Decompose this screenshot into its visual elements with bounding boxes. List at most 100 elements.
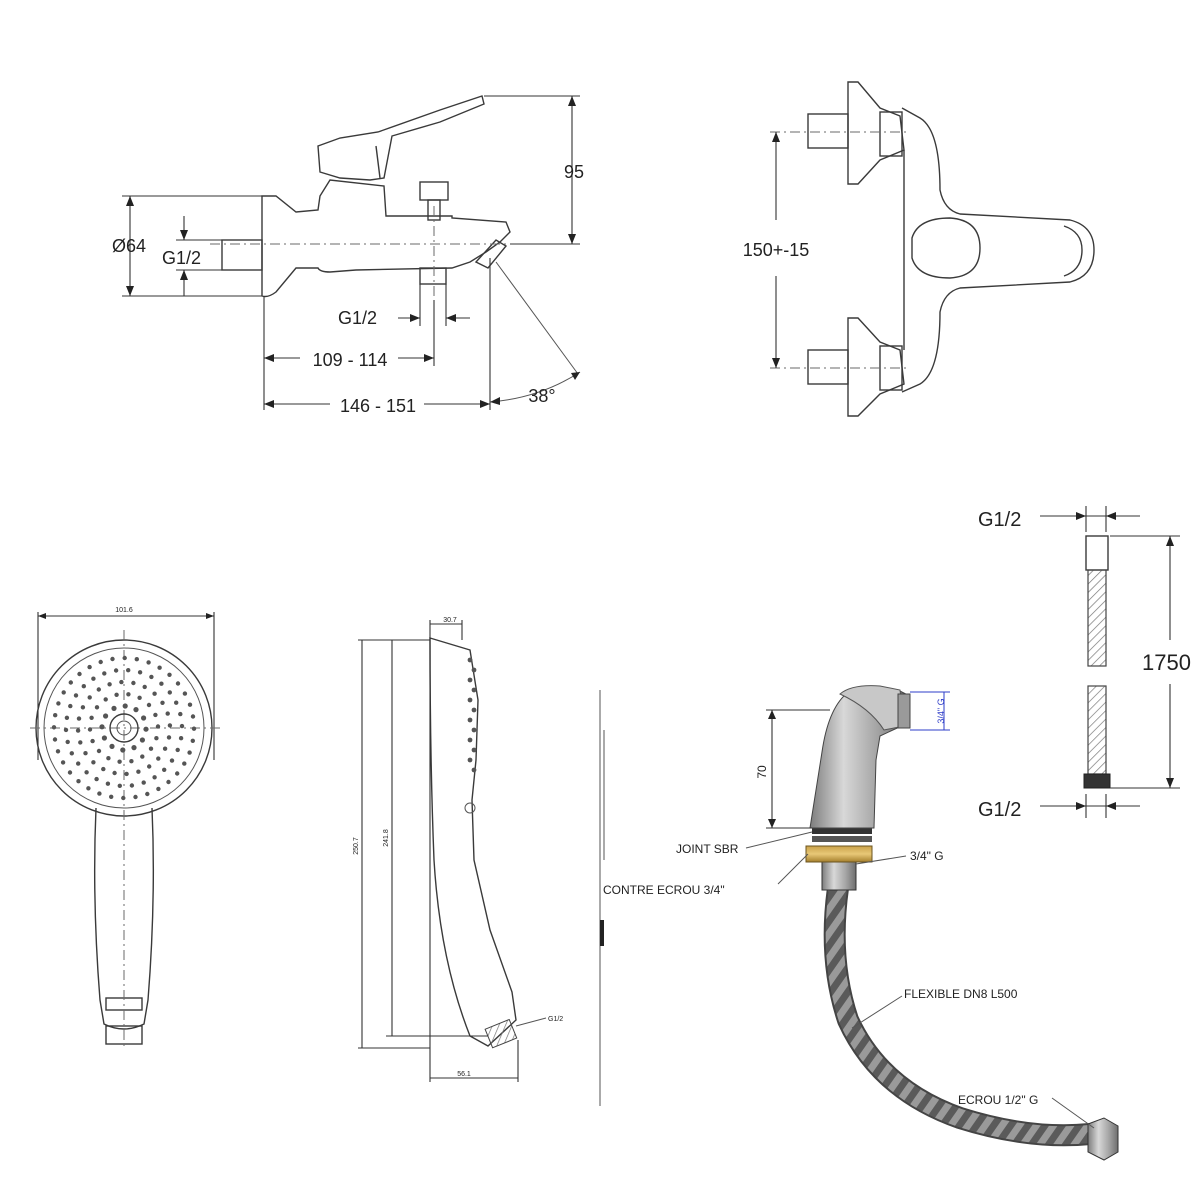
nozzle-dot	[167, 723, 173, 728]
seal-label: JOINT SBR	[676, 842, 739, 856]
nozzle-dot	[94, 776, 99, 782]
nozzle-dot	[117, 759, 122, 764]
side-nozzle-dot	[471, 687, 477, 693]
inlet-spacing-label: 150+-15	[743, 240, 810, 260]
nozzle-dot	[76, 716, 82, 721]
nozzle-dot	[91, 760, 96, 765]
nozzle-dot	[166, 735, 172, 740]
nozzle-dot	[122, 703, 128, 709]
nozzle-dot	[122, 655, 127, 661]
nozzle-dot	[126, 692, 131, 697]
side-nozzle-dot	[471, 767, 477, 773]
side-nozzle-dot	[467, 717, 473, 723]
nozzle-dot	[94, 705, 100, 710]
nozzle-dot	[146, 702, 152, 708]
nozzle-dot	[109, 743, 115, 750]
base-width-label: 56.1	[457, 1071, 471, 1078]
nozzle-dot	[165, 711, 170, 716]
nozzle-dot	[102, 671, 107, 676]
overall-length-label: 250.7	[353, 837, 360, 855]
nozzle-dot	[178, 736, 184, 741]
nozzle-dot	[87, 727, 93, 732]
nozzle-dot	[126, 668, 131, 673]
inner-length-label: 241.8	[383, 829, 390, 847]
nozzle-dot	[148, 746, 154, 751]
nozzle-dot	[67, 770, 73, 775]
nozzle-dot	[145, 791, 150, 797]
shower-hose	[1040, 506, 1180, 818]
nozzle-dot	[175, 681, 181, 686]
nozzle-dot	[159, 681, 164, 686]
projection-short-label: 109 - 114	[313, 350, 388, 370]
end-nut-label: ECROU 1/2" G	[958, 1093, 1038, 1107]
nozzle-dot	[137, 670, 143, 675]
nozzle-dot	[152, 775, 157, 780]
nozzle-dot	[191, 726, 197, 731]
nozzle-dot	[147, 764, 152, 769]
mixer-front-dimension	[772, 132, 780, 368]
nozzle-dot	[175, 771, 180, 776]
spout-angle-label: 38°	[528, 386, 555, 406]
mixer-front-view	[770, 81, 1095, 417]
shower-support-fitting	[745, 685, 1119, 1161]
nozzle-pattern	[51, 655, 197, 801]
nozzle-dot	[99, 724, 105, 730]
nozzle-dot	[101, 735, 107, 741]
hose-bottom-thread-label: G1/2	[978, 799, 1021, 821]
nozzle-dot	[117, 783, 123, 788]
nozzle-dot	[86, 786, 91, 791]
side-nozzle-dot	[467, 697, 473, 703]
nozzle-dot	[112, 770, 117, 776]
nozzle-dot	[137, 695, 142, 700]
nozzle-dot	[84, 770, 89, 775]
nozzle-dot	[124, 771, 129, 777]
nozzle-dot	[119, 679, 124, 685]
nozzle-dot	[140, 754, 145, 759]
nozzle-dot	[129, 759, 134, 764]
nozzle-dot	[155, 724, 161, 729]
nozzle-dot	[141, 715, 147, 721]
nozzle-dot	[179, 723, 185, 729]
nozzle-dot	[131, 745, 137, 751]
inlet-thread-label: G1/2	[162, 248, 201, 268]
nozzle-dot	[133, 794, 138, 800]
nozzle-dot	[110, 656, 115, 662]
nozzle-dot	[77, 671, 82, 677]
nozzle-dot	[97, 791, 102, 796]
nozzle-dot	[78, 740, 83, 745]
nozzle-dot	[60, 760, 66, 765]
nozzle-dot	[61, 690, 66, 695]
nozzle-dot	[73, 693, 79, 698]
side-nozzle-dot	[467, 757, 473, 763]
side-nozzle-dot	[471, 667, 477, 673]
mixer-side-view	[210, 95, 562, 300]
nozzle-dot	[55, 749, 61, 754]
projection-long-label: 146 - 151	[340, 396, 416, 416]
nozzle-dot	[76, 779, 81, 784]
nozzle-dot	[96, 748, 102, 754]
nozzle-dot	[154, 736, 159, 741]
nozzle-dot	[101, 766, 106, 772]
nozzle-dot	[83, 751, 88, 756]
nozzle-dot	[120, 747, 126, 753]
nozzle-dot	[80, 705, 86, 710]
nozzle-dot	[103, 713, 109, 719]
body-diameter-label: Ø64	[112, 236, 146, 256]
nozzle-dot	[156, 756, 161, 761]
nozzle-dot	[103, 697, 108, 702]
nozzle-dot	[190, 714, 196, 719]
nozzle-dot	[63, 727, 69, 733]
hand-shower-front	[30, 612, 220, 1050]
nozzle-dot	[51, 725, 57, 730]
nozzle-dot	[166, 779, 171, 785]
nozzle-dot	[167, 690, 172, 695]
nozzle-dot	[89, 715, 94, 720]
nozzle-dot	[142, 684, 147, 690]
nozzle-dot	[75, 728, 81, 733]
nozzle-dot	[68, 703, 73, 709]
head-width-label: 101.6	[115, 607, 133, 614]
height-95-label: 95	[564, 162, 584, 182]
nozzle-dot	[178, 711, 183, 717]
side-nozzle-dot	[471, 707, 477, 713]
nozzle-dot	[53, 713, 58, 718]
